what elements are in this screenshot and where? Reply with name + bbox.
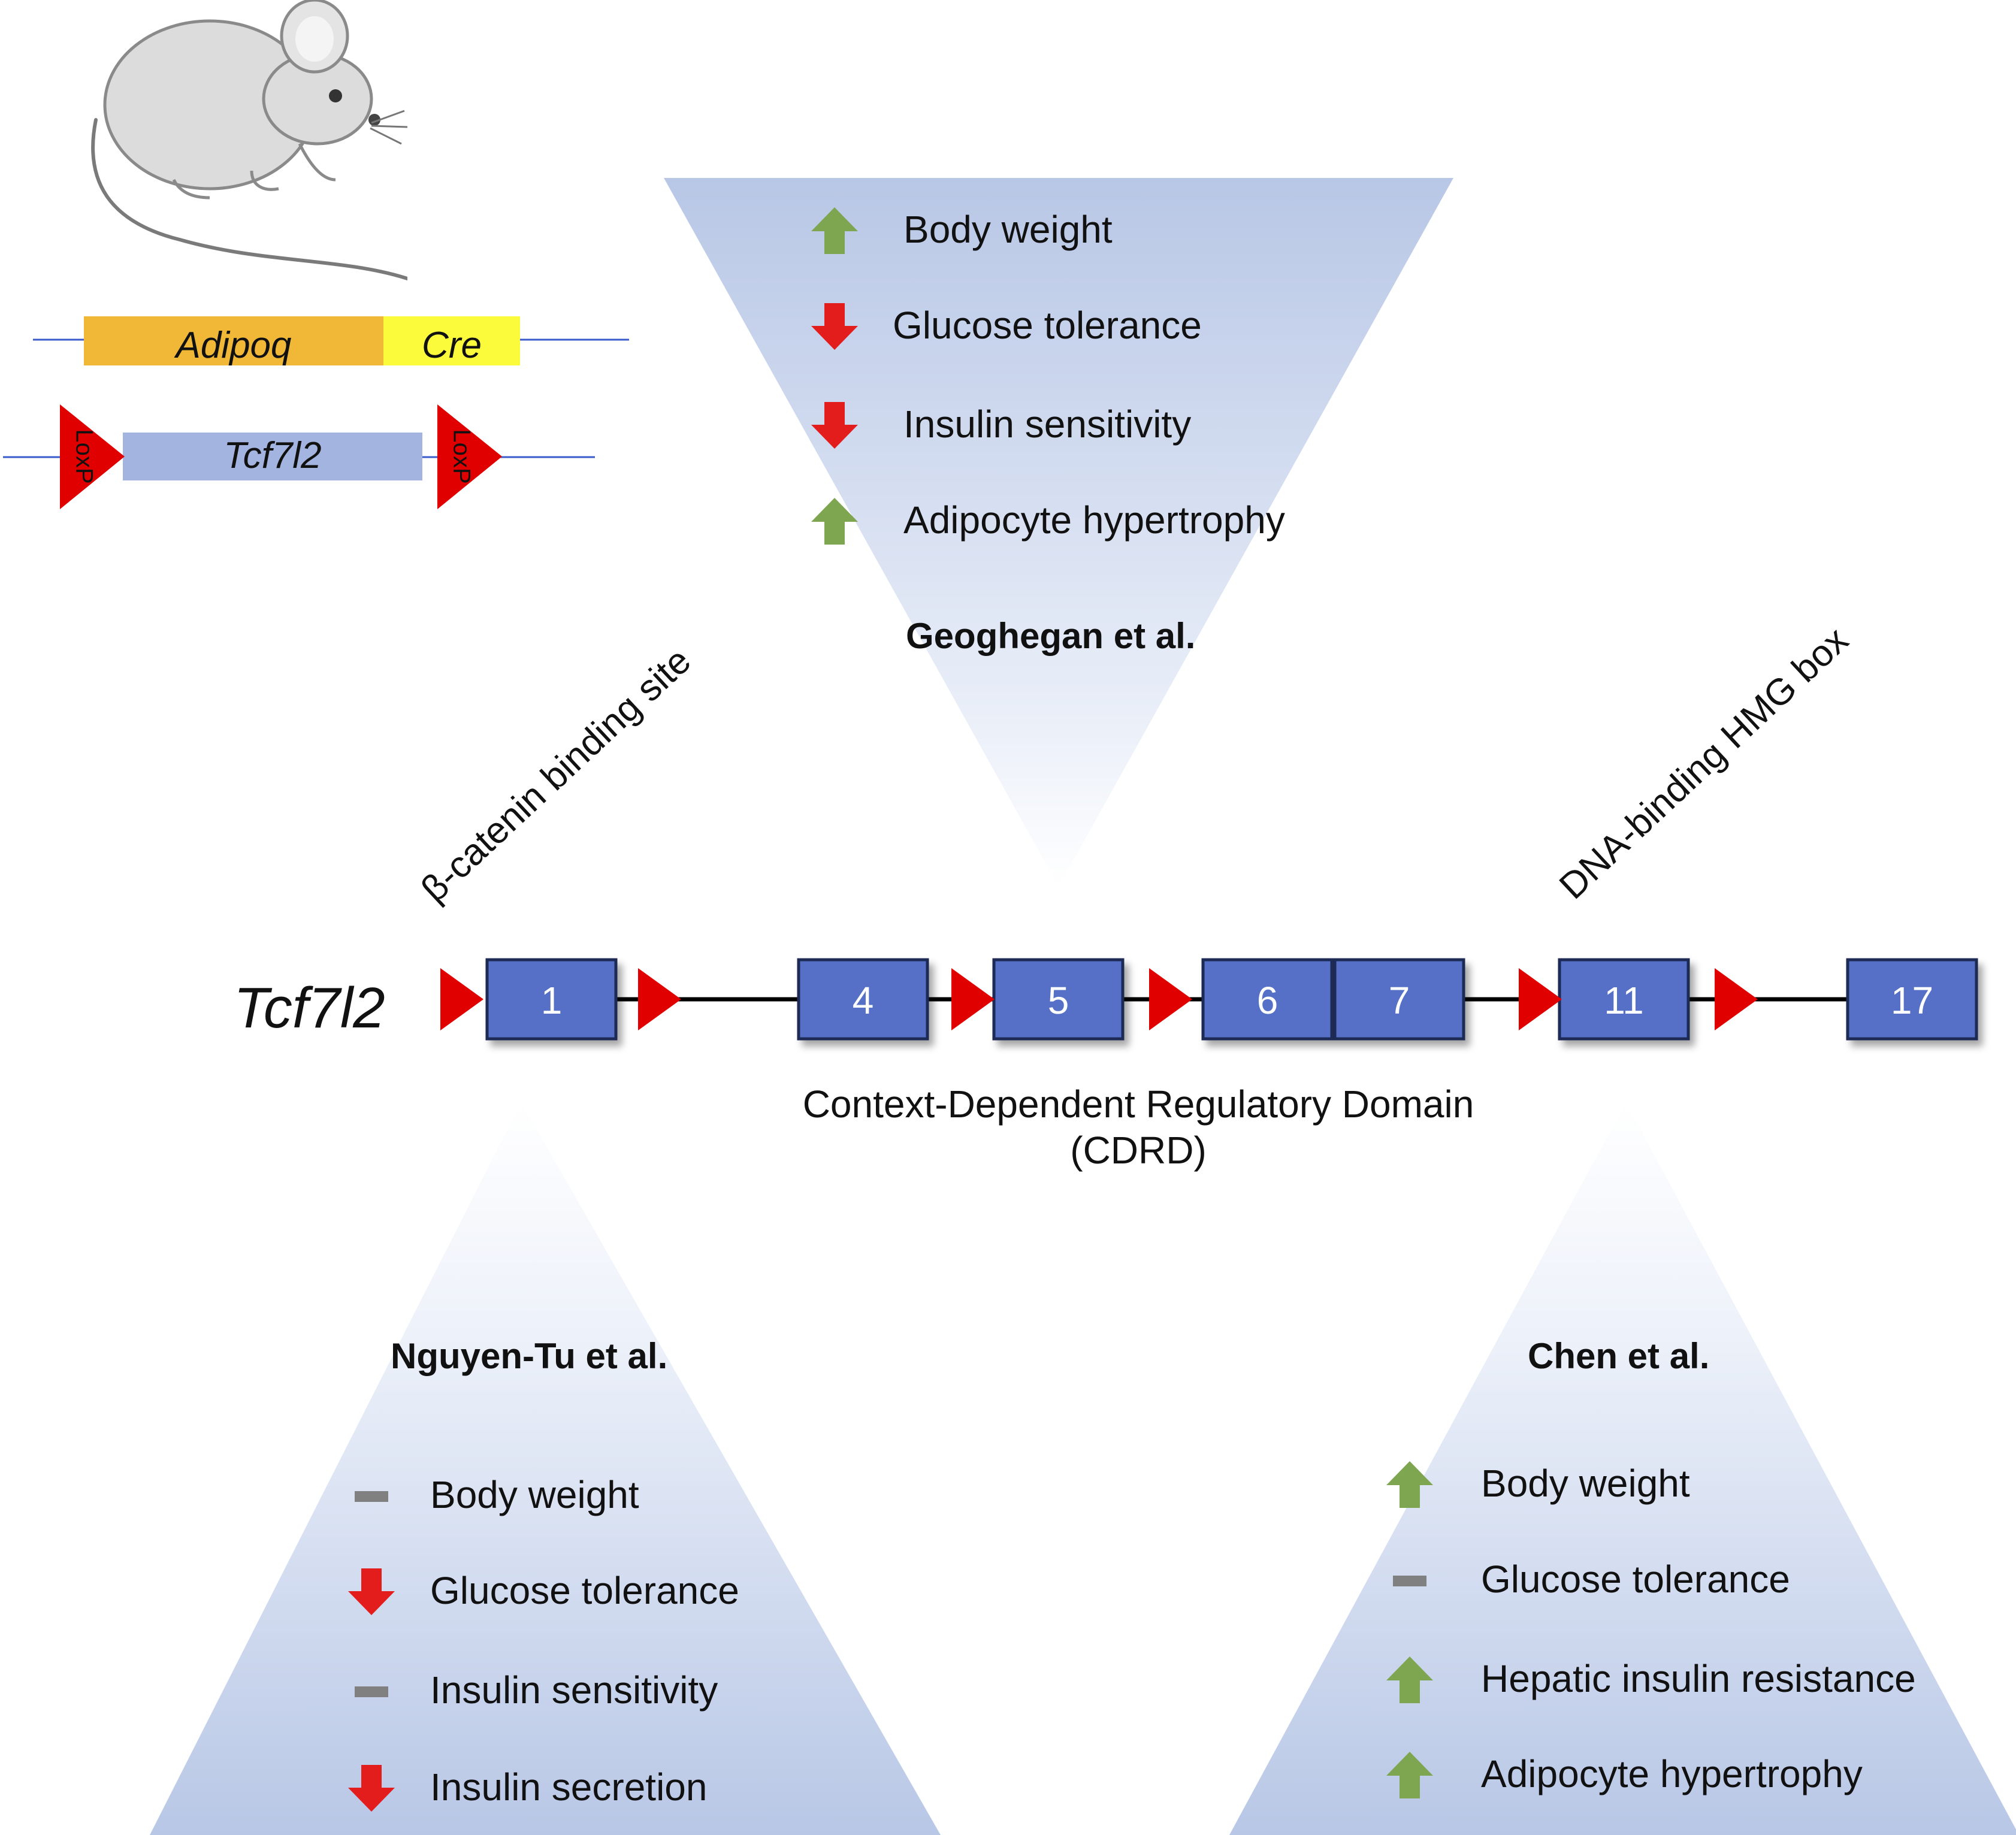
geoghegan-effect-label-1: Body weight: [903, 208, 1113, 251]
cre-label: Cre: [422, 325, 482, 366]
cdrd-line-2: (CDRD): [1070, 1128, 1207, 1172]
nguyen-tu-effect-indicator-3: [344, 1664, 398, 1721]
exon-label-17: 17: [1890, 979, 1934, 1022]
chen-effect-indicator-1: [1383, 1458, 1437, 1514]
gene-structure: [440, 958, 1978, 1041]
geoghegan-effect-label-3: Insulin sensitivity: [903, 403, 1192, 446]
arrow-up-icon: [811, 498, 858, 545]
exon-box-7: [1333, 958, 1465, 1041]
nguyen-tu-effect-label-1: Body weight: [430, 1473, 639, 1516]
chen-effect-indicator-4: [1383, 1748, 1437, 1805]
loxp-left-triangle: [60, 404, 125, 509]
chen-effect-indicator-3: [1383, 1653, 1437, 1710]
exon-box-5: [992, 958, 1125, 1041]
geoghegan-effect-label-4: Adipocyte hypertrophy: [903, 498, 1285, 542]
gene-loxp-site-1: [440, 968, 483, 1030]
tcf7l2-cassette-label: Tcf7l2: [223, 435, 322, 476]
chen-effect-label-3: Hepatic insulin resistance: [1481, 1657, 1916, 1700]
arrow-up-icon: [1386, 1752, 1433, 1798]
exon-box-17: [1846, 958, 1978, 1041]
nguyen-tu-effect-indicator-4: [344, 1761, 398, 1818]
chen-effect-label-4: Adipocyte hypertrophy: [1481, 1752, 1863, 1795]
exon-label-6: 6: [1256, 979, 1278, 1022]
loxp-left-label: LoxP: [71, 429, 98, 484]
loxp-right-label: LoxP: [448, 429, 475, 484]
geoghegan-effect-indicator-1: [808, 204, 862, 261]
floxed-tcf7l2-cassette: [3, 404, 595, 509]
arrow-down-icon: [811, 303, 858, 350]
adipoq-cre-cassette: [33, 316, 629, 365]
geoghegan-title: Geoghegan et al.: [906, 616, 1196, 656]
geoghegan-effect-indicator-2: [808, 300, 862, 356]
nguyen-tu-effect-label-4: Insulin secretion: [430, 1766, 708, 1809]
nguyen-tu-title: Nguyen-Tu et al.: [391, 1336, 668, 1376]
chen-funnel: [1229, 1102, 2016, 1835]
gene-loxp-site-5: [1519, 968, 1562, 1030]
no-change-dash-icon: [1393, 1576, 1426, 1586]
nguyen-tu-effect-label-2: Glucose tolerance: [430, 1569, 739, 1612]
nguyen-tu-funnel: [150, 1102, 941, 1835]
no-change-dash-icon: [355, 1491, 388, 1502]
loxp-right-triangle: [437, 404, 502, 509]
exon-label-1: 1: [540, 979, 563, 1022]
geoghegan-effect-label-2: Glucose tolerance: [893, 304, 1202, 347]
exon-box-4: [797, 958, 929, 1041]
gene-loxp-site-6: [1715, 968, 1758, 1030]
geoghegan-effect-indicator-4: [808, 494, 862, 551]
nguyen-tu-effect-label-3: Insulin sensitivity: [430, 1668, 718, 1712]
chen-title: Chen et al.: [1528, 1336, 1710, 1376]
gene-loxp-site-4: [1149, 968, 1192, 1030]
chen-effect-indicator-2: [1383, 1553, 1437, 1610]
nguyen-tu-effect-indicator-2: [344, 1565, 398, 1622]
arrow-down-icon: [348, 1765, 395, 1812]
cdrd-label: Context-Dependent Regulatory Domain (CDR…: [755, 1081, 1522, 1174]
arrow-up-icon: [1386, 1461, 1433, 1508]
adipoq-label: Adipoq: [176, 325, 292, 366]
no-change-dash-icon: [355, 1686, 388, 1697]
arrow-down-icon: [348, 1568, 395, 1615]
nguyen-tu-effect-indicator-1: [344, 1469, 398, 1526]
exon-box-6: [1201, 958, 1334, 1041]
exon-box-1: [485, 958, 618, 1041]
exon-label-4: 4: [852, 979, 874, 1022]
chen-effect-label-1: Body weight: [1481, 1462, 1690, 1505]
gene-loxp-site-2: [638, 968, 681, 1030]
cdrd-line-1: Context-Dependent Regulatory Domain: [802, 1083, 1474, 1126]
gene-loxp-site-3: [951, 968, 995, 1030]
exon-label-11: 11: [1604, 979, 1644, 1022]
exon-label-5: 5: [1047, 979, 1069, 1022]
arrow-up-icon: [1386, 1656, 1433, 1703]
exon-label-7: 7: [1388, 979, 1410, 1022]
gene-name-label: Tcf7l2: [234, 976, 385, 1040]
arrow-up-icon: [811, 207, 858, 254]
geoghegan-funnel: [664, 178, 1453, 887]
mouse-icon: [91, 0, 407, 280]
geoghegan-effect-indicator-3: [808, 398, 862, 455]
arrow-down-icon: [811, 402, 858, 449]
chen-effect-label-2: Glucose tolerance: [1481, 1558, 1790, 1601]
